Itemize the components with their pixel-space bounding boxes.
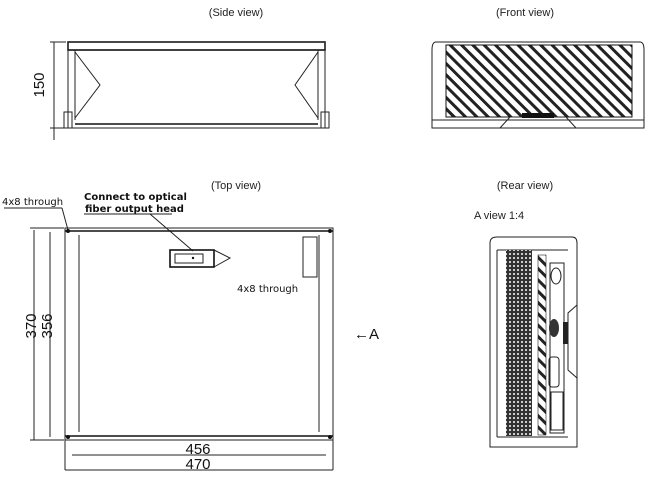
top-view-title: (Top view) xyxy=(211,180,261,192)
dim-inner-width: 456 xyxy=(185,441,210,458)
hole-note-right: 4x8 through xyxy=(237,284,298,295)
dim-outer-height: 370 xyxy=(23,313,40,338)
view-a-arrow: ←A xyxy=(354,326,379,343)
side-view-title: (Side view) xyxy=(209,7,263,19)
side-view: (Side view) 150 xyxy=(31,7,330,140)
hole-note-left: 4x8 through xyxy=(2,197,63,208)
dim-outer-width: 470 xyxy=(185,456,210,473)
rear-view-subtitle: A view 1:4 xyxy=(474,210,524,222)
rear-vent-mesh xyxy=(506,250,532,436)
front-view: (Front view) xyxy=(431,7,645,129)
brand-logo xyxy=(522,113,554,118)
rear-view-title: (Rear view) xyxy=(497,180,553,192)
side-height-dim: 150 xyxy=(31,72,48,97)
front-grille xyxy=(445,44,633,118)
dim-inner-height: 356 xyxy=(39,313,56,338)
front-view-title: (Front view) xyxy=(496,7,554,19)
fiber-output-connector xyxy=(169,249,232,268)
rear-connector-top xyxy=(550,267,562,285)
callout-line2: fiber output head xyxy=(85,204,184,215)
top-view: (Top view) Connect to optical fiber outp… xyxy=(2,180,379,473)
callout-line1: Connect to optical xyxy=(84,192,187,203)
rear-connector-db xyxy=(548,356,560,388)
rear-view: (Rear view) A view 1:4 xyxy=(474,180,578,448)
rear-connector-middle xyxy=(549,319,559,337)
